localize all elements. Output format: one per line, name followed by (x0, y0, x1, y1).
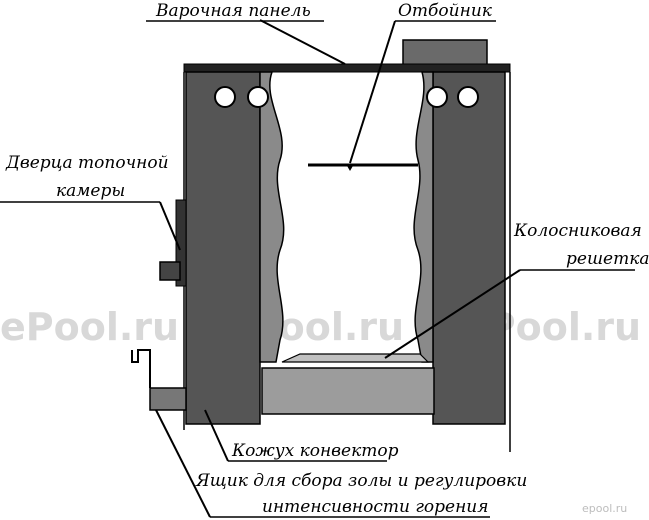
grate-leader (384, 269, 521, 359)
label-convector-casing: Кожух конвектор (231, 441, 399, 461)
left-lining (259, 71, 285, 363)
door-leader (159, 201, 181, 251)
firebox-door-handle (159, 261, 181, 281)
baffle-leader (349, 20, 396, 164)
ash-box (261, 367, 435, 415)
label-firebox-door-2: камеры (56, 181, 125, 201)
ashbox-leader (155, 409, 211, 518)
label-ash-box-2: интенсивности горения (262, 497, 489, 517)
watermark-logo: epool.ru (582, 502, 627, 515)
label-cooktop: Варочная панель (155, 1, 311, 21)
top-right-hole-1 (426, 86, 448, 108)
watermark-left: ePool.ru (0, 305, 179, 349)
left-wall (185, 71, 261, 425)
right-lining (413, 71, 434, 363)
label-baffle: Отбойник (398, 1, 493, 21)
top-right-hole-2 (457, 86, 479, 108)
ash-drawer-handle (131, 349, 151, 388)
right-wall (432, 71, 506, 425)
casing-leader (204, 409, 229, 462)
label-grate-2: решетка (566, 249, 649, 269)
baffle-arrow (346, 164, 354, 171)
label-ash-box-1: Ящик для сбора золы и регулировки (195, 471, 527, 491)
label-grate-1: Колосниковая (513, 221, 642, 241)
label-firebox-door-1: Дверца топочной (5, 153, 169, 173)
ash-drawer-front (149, 387, 187, 411)
top-left-hole-1 (214, 86, 236, 108)
grate (281, 353, 430, 363)
cooktop-leader (259, 19, 346, 65)
top-left-hole-2 (247, 86, 269, 108)
cooktop-plate (183, 63, 511, 73)
